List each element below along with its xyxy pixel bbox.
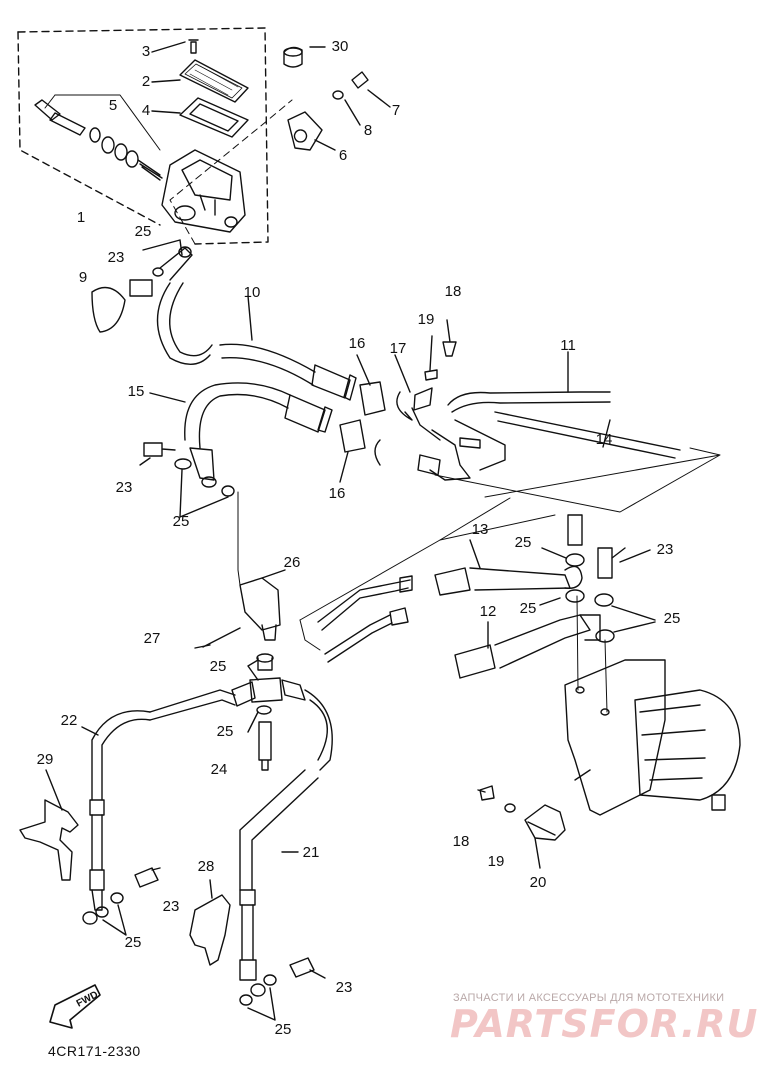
callout-17: 17 <box>389 340 407 357</box>
callout-29: 29 <box>36 751 54 768</box>
callout-7: 7 <box>391 102 401 119</box>
callout-1: 1 <box>76 209 86 226</box>
callout-18-a: 18 <box>444 283 462 300</box>
callout-20: 20 <box>529 874 547 891</box>
washer-part <box>332 90 344 100</box>
callout-14: 14 <box>595 431 613 448</box>
callout-4: 4 <box>141 102 151 119</box>
screw-part <box>188 39 199 54</box>
brake-pipe-part <box>411 391 681 481</box>
callout-6: 6 <box>338 147 348 164</box>
callout-25-f: 25 <box>209 658 227 675</box>
callout-2: 2 <box>141 73 151 90</box>
callout-8: 8 <box>363 122 373 139</box>
callout-23-e: 23 <box>335 979 353 996</box>
reservoir-cover-part <box>179 59 249 103</box>
brake-pipe-12-13-part <box>317 565 601 679</box>
callout-23-a: 23 <box>107 249 125 266</box>
callout-9: 9 <box>78 269 88 286</box>
callout-25-e: 25 <box>663 610 681 627</box>
callout-10: 10 <box>243 284 261 301</box>
hose-clamp-part <box>374 391 413 466</box>
brake-hose-part <box>156 282 357 401</box>
brake-hose-15-part <box>184 382 333 481</box>
master-cylinder-body <box>161 149 246 233</box>
diaphragm-part <box>179 97 249 138</box>
callout-26: 26 <box>283 554 301 571</box>
master-cylinder-group-box-left <box>17 31 161 226</box>
hose-guide-bracket-29 <box>19 799 79 881</box>
three-way-joint-part <box>239 577 281 641</box>
callout-25-c: 25 <box>514 534 532 551</box>
callout-30: 30 <box>331 38 349 55</box>
piston-kit-part <box>34 99 163 181</box>
callout-25-i: 25 <box>274 1021 292 1038</box>
bracket-part <box>287 111 323 151</box>
callout-19-b: 19 <box>487 853 505 870</box>
callout-25-h: 25 <box>124 934 142 951</box>
callout-18-b: 18 <box>452 833 470 850</box>
callout-25-g: 25 <box>216 723 234 740</box>
callout-19-a: 19 <box>417 311 435 328</box>
callout-23-b: 23 <box>115 479 133 496</box>
grommet-part <box>359 381 386 416</box>
callout-21: 21 <box>302 844 320 861</box>
banjo-cover-part <box>91 286 126 333</box>
forward-arrow-icon <box>49 984 101 1029</box>
callout-3: 3 <box>141 43 151 60</box>
bolt-part <box>351 71 369 89</box>
callout-16-b: 16 <box>328 485 346 502</box>
diagram-code: 4CR171-2330 <box>48 1043 141 1059</box>
callout-5: 5 <box>108 97 118 114</box>
callout-23-d: 23 <box>162 898 180 915</box>
callout-25-a: 25 <box>134 223 152 240</box>
callout-25-d: 25 <box>519 600 537 617</box>
hose-guide-bracket-28 <box>189 894 231 966</box>
brake-hose-21-part <box>239 679 333 997</box>
callout-16-a: 16 <box>348 335 366 352</box>
callout-15: 15 <box>127 383 145 400</box>
callout-23-c: 23 <box>656 541 674 558</box>
callout-24: 24 <box>210 761 228 778</box>
callout-11: 11 <box>560 337 576 354</box>
callout-13: 13 <box>471 521 489 538</box>
watermark-logo: PARTSFOR.RU <box>450 1002 759 1046</box>
callout-28: 28 <box>197 858 215 875</box>
reservoir-cap-part <box>283 46 303 68</box>
brake-caliper-part <box>564 659 741 816</box>
lower-junction-part <box>249 653 283 771</box>
brake-hose-22-part <box>82 681 256 925</box>
callout-25-b: 25 <box>172 513 190 530</box>
brake-hose-holder-part <box>524 804 566 841</box>
callout-12: 12 <box>479 603 497 620</box>
callout-22: 22 <box>60 712 78 729</box>
callout-27: 27 <box>143 630 161 647</box>
master-cylinder-group-box <box>17 27 269 245</box>
watermark-caption: ЗАПЧАСТИ И АКСЕССУАРЫ ДЛЯ МОТОТЕХНИКИ <box>453 992 725 1004</box>
